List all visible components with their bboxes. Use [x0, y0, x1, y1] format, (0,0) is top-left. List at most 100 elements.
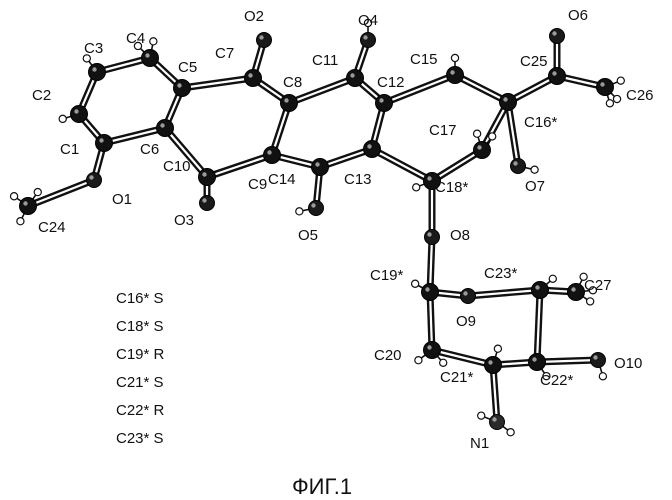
atom-label-c5: C5	[178, 59, 197, 76]
atom-shine	[450, 70, 454, 74]
hydrogen-atom	[440, 359, 447, 366]
atom-shine	[267, 150, 271, 154]
atom-label-c27: C27	[584, 277, 612, 294]
atom-shine	[503, 97, 507, 101]
hydrogen-atom	[494, 345, 501, 352]
hydrogen-atom	[10, 193, 17, 200]
atom-label-c3: C3	[84, 40, 103, 57]
atom-c22	[529, 354, 546, 371]
atom-o1	[87, 173, 102, 188]
atom-o8	[425, 230, 440, 245]
atom-label-o9: O9	[456, 313, 476, 330]
atom-c5	[174, 80, 191, 97]
atom-label-o6: O6	[568, 7, 588, 24]
atom-c11	[347, 70, 364, 87]
atom-c7	[245, 70, 262, 87]
hydrogen-atom	[587, 298, 594, 305]
atom-label-c11: C11	[312, 52, 338, 69]
atom-label-c19: C19*	[370, 267, 404, 284]
hydrogen-atom	[478, 412, 485, 419]
atom-shine	[427, 232, 431, 236]
hydrogen-atom	[17, 218, 24, 225]
atom-shine	[259, 35, 263, 39]
atom-label-c24: C24	[38, 219, 66, 236]
atom-shine	[248, 73, 252, 77]
atom-shine	[160, 123, 164, 127]
atom-c14	[312, 159, 329, 176]
hydrogen-atom	[59, 115, 66, 122]
atom-label-c23: C23*	[484, 265, 518, 282]
atom-c20	[424, 342, 441, 359]
atom-label-n1: N1	[470, 435, 489, 452]
atom-shine	[99, 138, 103, 142]
atom-shine	[379, 98, 383, 102]
atom-shine	[284, 98, 288, 102]
atom-label-c16: C16*	[524, 114, 558, 131]
atom-label-c9: C9	[248, 176, 267, 193]
hydrogen-atom	[451, 54, 458, 61]
stereo-entry: C22* R	[116, 402, 165, 419]
atom-label-o3: O3	[174, 212, 194, 229]
atom-label-c2: C2	[32, 87, 51, 104]
atom-c2	[71, 106, 88, 123]
stereo-entry: C21* S	[116, 374, 164, 391]
atom-label-o1: O1	[112, 191, 132, 208]
atom-o2	[257, 33, 272, 48]
atom-c23	[532, 282, 549, 299]
atom-c10	[199, 169, 216, 186]
atom-o3	[200, 196, 215, 211]
atom-shine	[571, 287, 575, 291]
atom-shine	[202, 172, 206, 176]
atom-shine	[23, 201, 27, 205]
hydrogen-atom	[613, 95, 620, 102]
atom-shine	[463, 291, 467, 295]
atom-shine	[552, 31, 556, 35]
atom-shine	[177, 83, 181, 87]
atom-c6	[157, 120, 174, 137]
atom-shine	[74, 109, 78, 113]
atom-o6	[550, 29, 565, 44]
atom-shine	[202, 198, 206, 202]
atom-shine	[600, 82, 604, 86]
hydrogen-atom	[412, 280, 419, 287]
hydrogen-atom	[474, 130, 481, 137]
figure-caption: ФИГ.1	[292, 474, 352, 499]
atom-c8	[281, 95, 298, 112]
atom-label-c6: C6	[140, 141, 159, 158]
atom-label-o2: O2	[244, 8, 264, 25]
atom-c1	[96, 135, 113, 152]
atom-label-c17: C17	[429, 122, 457, 139]
hydrogen-atom	[507, 429, 514, 436]
atom-c3	[89, 64, 106, 81]
atom-shine	[315, 162, 319, 166]
atom-shine	[535, 285, 539, 289]
hydrogen-atom	[34, 188, 41, 195]
atom-c26	[597, 79, 614, 96]
hydrogen-atom	[150, 38, 157, 45]
atom-c24	[20, 198, 37, 215]
atom-c4	[142, 50, 159, 67]
atom-label-c18: C18*	[435, 179, 469, 196]
hydrogen-atom	[549, 275, 556, 282]
atom-label-o5: O5	[298, 227, 318, 244]
atom-label-o8: O8	[450, 227, 470, 244]
atom-c9	[264, 147, 281, 164]
atom-c13	[364, 141, 381, 158]
atom-c16	[500, 94, 517, 111]
atom-o4	[361, 33, 376, 48]
stereo-table: C16* S C18* S C19* R C21* S C22* R C23* …	[116, 290, 165, 447]
stereo-entry: C16* S	[116, 290, 164, 307]
hydrogen-atom	[617, 77, 624, 84]
atom-shine	[477, 145, 481, 149]
stereo-entry: C18* S	[116, 318, 164, 335]
hydrogen-atom	[531, 166, 538, 173]
hydrogen-atom	[489, 133, 496, 140]
atom-shine	[488, 360, 492, 364]
atom-n1	[490, 415, 505, 430]
atom-label-c12: C12	[377, 74, 405, 91]
atom-shine	[513, 161, 517, 165]
stereo-entry: C19* R	[116, 346, 165, 363]
atom-o7	[511, 159, 526, 174]
atom-label-c20: C20	[374, 347, 402, 364]
